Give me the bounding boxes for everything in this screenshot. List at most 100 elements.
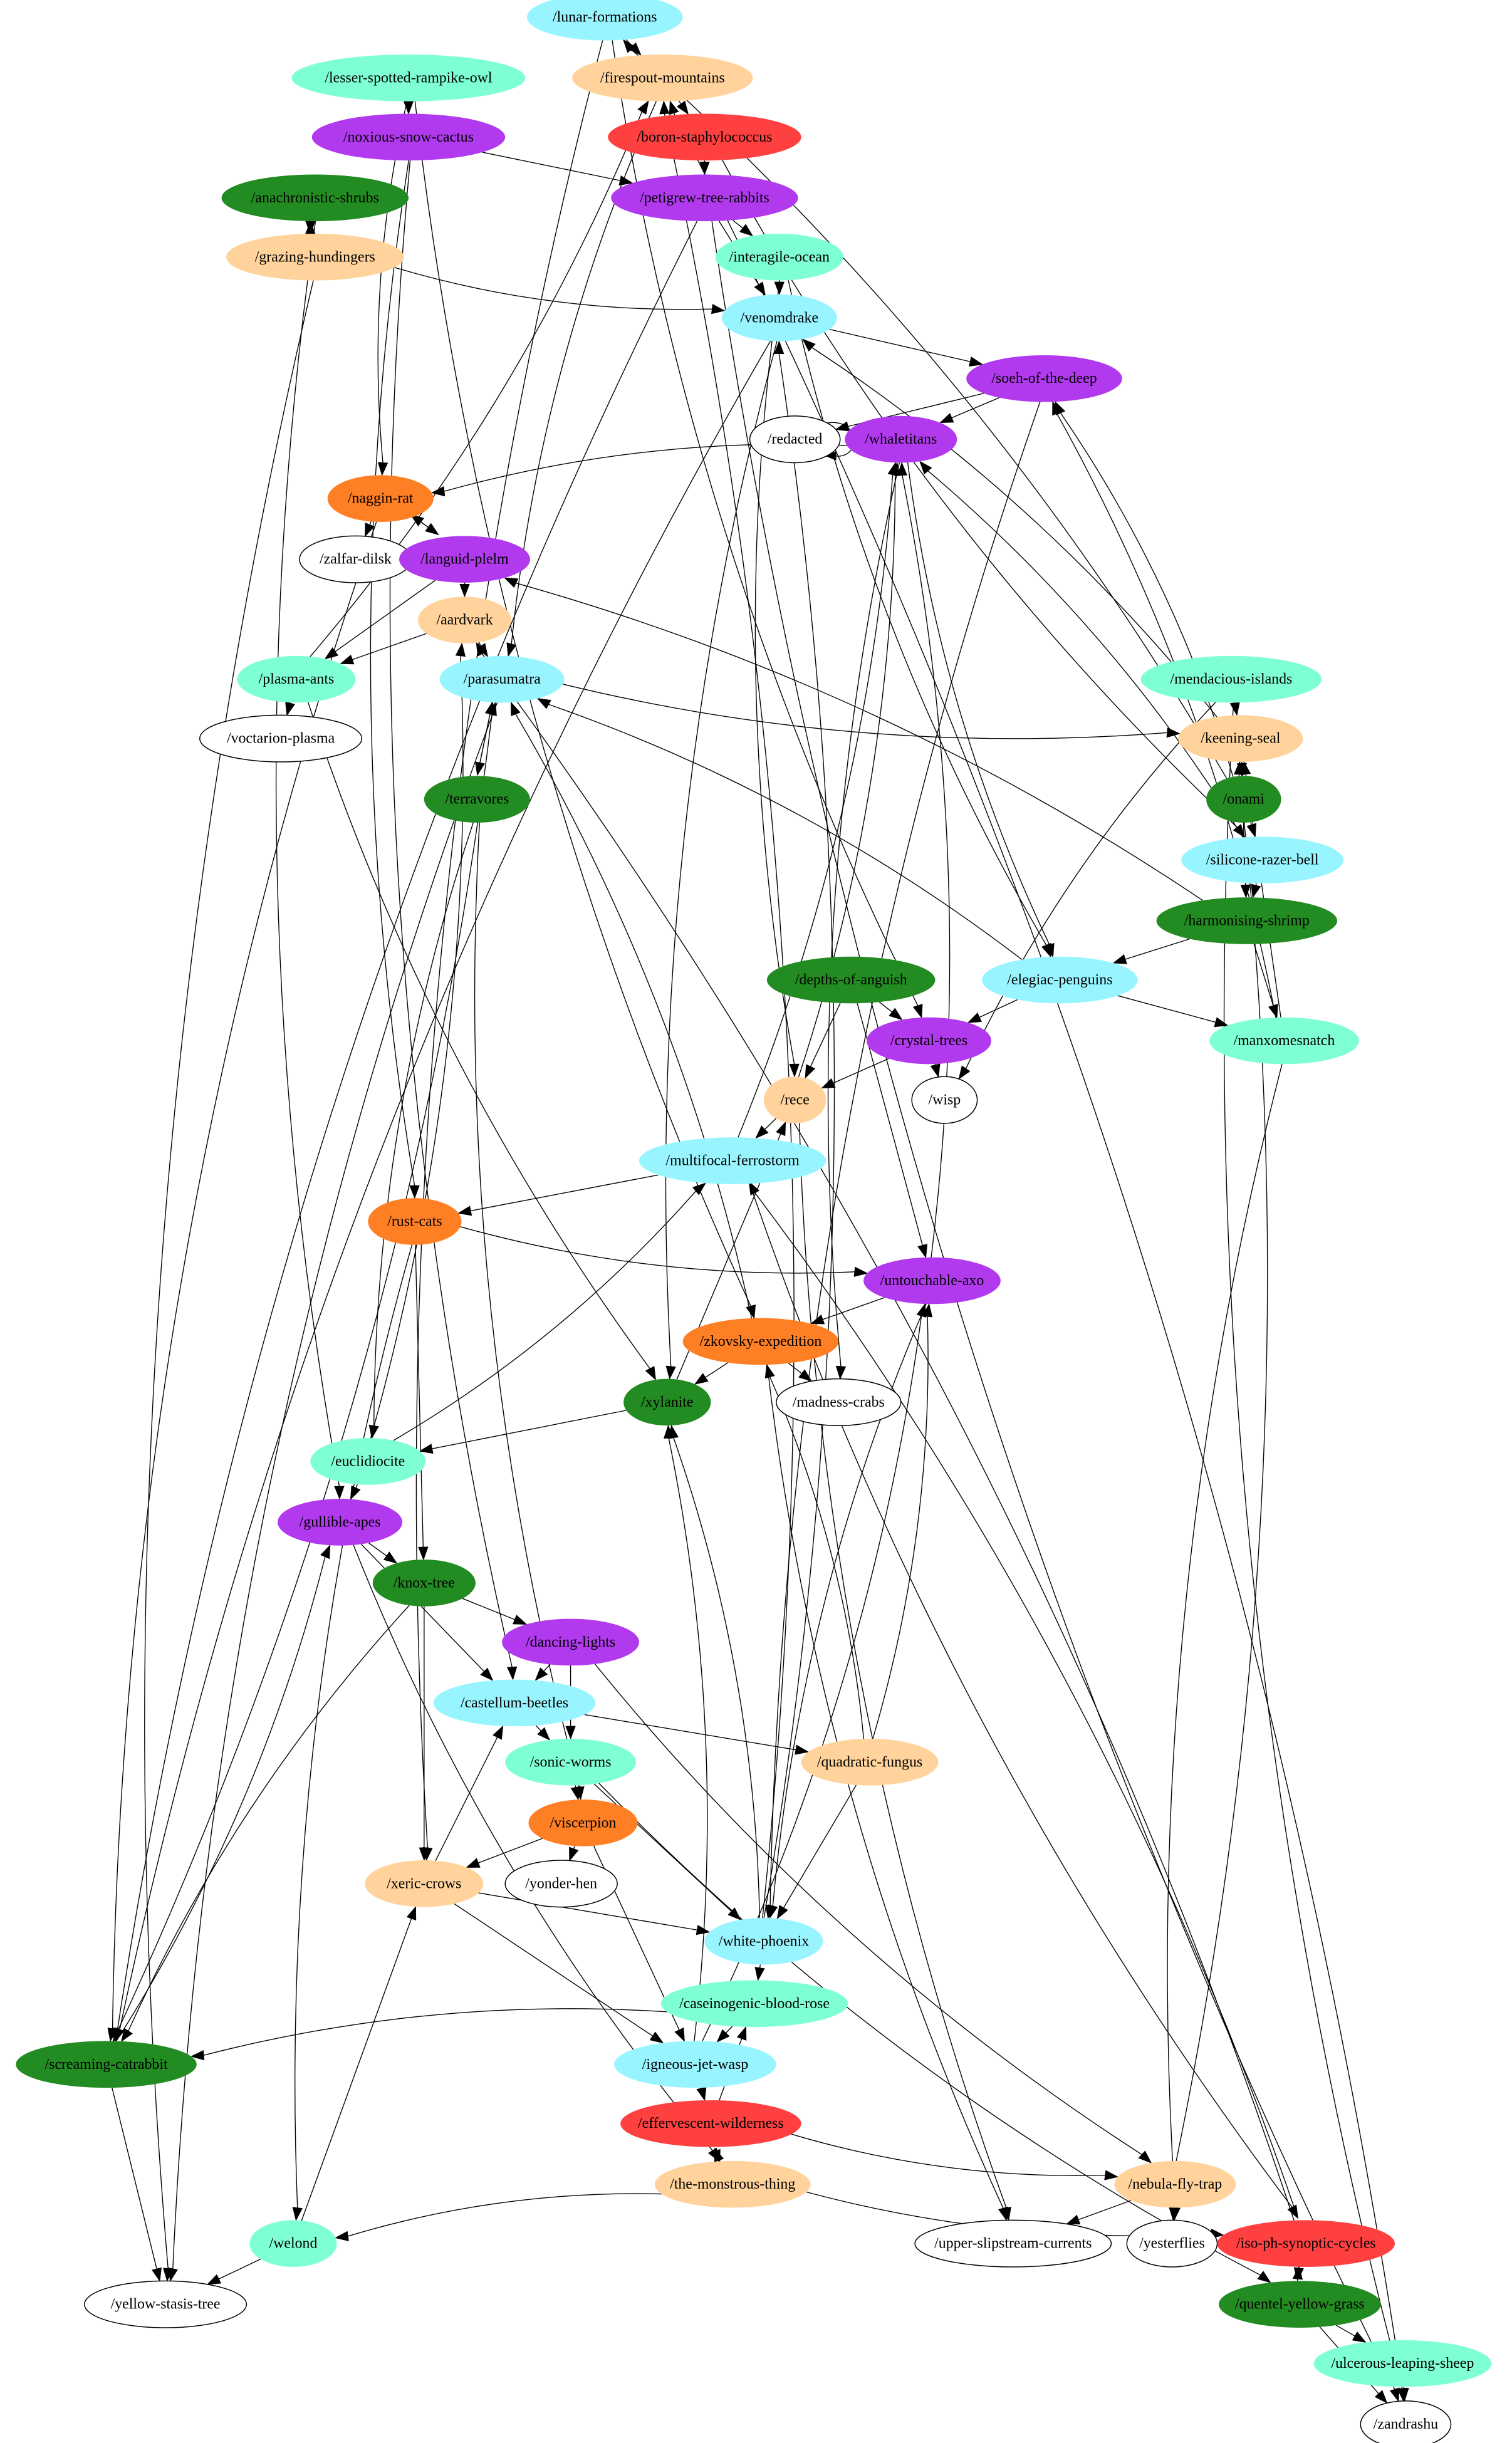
node-boron-staphylococcus[interactable]: /boron-staphylococcus [608,113,801,161]
node-madness-crabs[interactable]: /madness-crabs [776,1378,902,1426]
node-yesterflies[interactable]: /yesterflies [1126,2219,1218,2268]
node-sonic-worms[interactable]: /sonic-worms [505,1739,637,1786]
arrowhead [1241,761,1251,776]
node-white-phoenix[interactable]: /white-phoenix [704,1918,823,1965]
node-rece[interactable]: /rece [763,1076,826,1123]
edge-line [754,1192,1298,2219]
arrowhead [285,701,295,716]
edge-xeric-crows-to-igneous-jet-wasp [454,1903,664,2044]
arrowhead [506,642,517,657]
node-castellum-beetles[interactable]: /castellum-beetles [433,1679,596,1727]
arrowhead [853,1266,868,1277]
node-nebula-fly-trap[interactable]: /nebula-fly-trap [1114,2160,1236,2208]
node-yellow-stasis-tree[interactable]: /yellow-stasis-tree [84,2280,248,2328]
node-languid-plelm[interactable]: /languid-plelm [399,536,530,583]
edge-line [829,328,971,362]
node-manxomesnatch[interactable]: /manxomesnatch [1209,1017,1359,1065]
node-xeric-crows[interactable]: /xeric-crows [365,1860,484,1907]
node-viscerpion[interactable]: /viscerpion [528,1800,638,1847]
node-label: /terravores [445,791,509,808]
node-knox-tree[interactable]: /knox-tree [372,1560,476,1607]
node-noxious-snow-cactus[interactable]: /noxious-snow-cactus [311,113,506,161]
arrowhead [487,701,497,717]
node-dancing-lights[interactable]: /dancing-lights [502,1618,640,1666]
node-elegiac-penguins[interactable]: /elegiac-penguins [982,956,1138,1004]
node-onami[interactable]: /onami [1206,776,1281,823]
node-depths-of-anguish[interactable]: /depths-of-anguish [766,956,936,1004]
node-quentel-yellow-grass[interactable]: /quentel-yellow-grass [1219,2281,1381,2328]
node-screaming-catrabbit[interactable]: /screaming-catrabbit [16,2041,197,2088]
node-ellipse [1156,897,1338,944]
arrowhead [1065,2214,1081,2225]
node-keening-seal[interactable]: /keening-seal [1178,715,1303,762]
node-zandrashu[interactable]: /zandrashu [1360,2400,1452,2443]
node-xylanite[interactable]: /xylanite [623,1378,711,1426]
arrowhead [754,281,766,296]
node-soeh-of-the-deep[interactable]: /soeh-of-the-deep [966,355,1122,402]
node-firespout-mountains[interactable]: /firespout-mountains [572,55,753,102]
node-caseinogenic-blood-rose[interactable]: /caseinogenic-blood-rose [660,1980,848,2028]
node-lunar-formations[interactable]: /lunar-formations [527,0,683,41]
edge-line [471,1174,659,1212]
node-effervescent-wilderness[interactable]: /effervescent-wilderness [620,2100,801,2147]
node-harmonising-shrimp[interactable]: /harmonising-shrimp [1156,897,1338,944]
node-ulcerous-leaping-sheep[interactable]: /ulcerous-leaping-sheep [1313,2340,1492,2387]
node-redacted[interactable]: /redacted [749,415,841,464]
node-welond[interactable]: /welond [249,2220,337,2268]
edge-line [738,474,894,1138]
arrowhead [768,1904,778,1919]
node-whaletitans[interactable]: /whaletitans [845,415,957,463]
edge-line [811,347,1217,717]
node-grazing-hundingers[interactable]: /grazing-hundingers [226,233,404,281]
node-ellipse [278,1499,403,1546]
edge-zkovsky-expedition-to-upper-slipstream-currents [766,1365,1008,2221]
node-anachronistic-shrubs[interactable]: /anachronistic-shrubs [221,174,409,222]
node-voctarion-plasma[interactable]: /voctarion-plasma [199,714,363,763]
node-venomdrake[interactable]: /venomdrake [721,294,837,341]
edge-line [791,2133,1105,2176]
node-euclidiocite[interactable]: /euclidiocite [310,1438,426,1485]
node-aardvark[interactable]: /aardvark [417,596,512,643]
edge-firespout-mountains-to-boron-staphylococcus [676,100,689,115]
node-quadratic-fungus[interactable]: /quadratic-fungus [801,1739,939,1786]
node-igneous-jet-wasp[interactable]: /igneous-jet-wasp [614,2041,776,2088]
node-ellipse [863,1257,1001,1305]
arrowhead [419,1444,434,1454]
edge-line [370,160,415,1186]
node-label: /languid-plelm [420,551,509,568]
arrowhead [1251,883,1261,899]
arrowhead [711,304,726,315]
edge-line [172,702,498,2269]
node-rust-cats[interactable]: /rust-cats [368,1198,462,1245]
node-zkovsky-expedition[interactable]: /zkovsky-expedition [682,1318,839,1365]
arrowhead [748,1180,760,1195]
node-ellipse [439,655,565,703]
node-mendacious-islands[interactable]: /mendacious-islands [1140,655,1322,703]
node-parasumatra[interactable]: /parasumatra [439,655,565,703]
node-multifocal-ferrostorm[interactable]: /multifocal-ferrostorm [639,1137,826,1184]
node-iso-ph-synoptic-cycles[interactable]: /iso-ph-synoptic-cycles [1217,2220,1395,2268]
edge-line [414,101,751,1306]
edge-line [543,1664,551,1672]
node-interagile-ocean[interactable]: /interagile-ocean [715,233,843,281]
edge-xylanite-to-euclidiocite [419,1410,627,1454]
node-gullible-apes[interactable]: /gullible-apes [278,1499,403,1546]
node-petigrew-tree-rabbits[interactable]: /petigrew-tree-rabbits [611,174,798,222]
node-zalfar-dilsk[interactable]: /zalfar-dilsk [299,535,412,583]
node-yonder-hen[interactable]: /yonder-hen [504,1860,618,1908]
node-wisp[interactable]: /wisp [911,1076,978,1124]
node-upper-slipstream-currents[interactable]: /upper-slipstream-currents [914,2219,1112,2268]
node-crystal-trees[interactable]: /crystal-trees [867,1017,991,1065]
node-naggin-rat[interactable]: /naggin-rat [327,475,434,523]
node-silicone-razer-bell[interactable]: /silicone-razer-bell [1181,836,1343,883]
node-untouchable-axo[interactable]: /untouchable-axo [863,1257,1001,1305]
node-terravores[interactable]: /terravores [424,776,530,823]
node-plasma-ants[interactable]: /plasma-ants [237,655,356,703]
edge-iso-ph-synoptic-cycles-to-multifocal-ferrostorm [748,1180,1298,2219]
edge-onami-to-silicone-razer-bell [1246,822,1257,838]
arrowhead [798,1369,813,1382]
node-ellipse [237,655,356,703]
node-label: /quentel-yellow-grass [1235,2296,1365,2313]
node-lesser-spotted-rampike-owl[interactable]: /lesser-spotted-rampike-owl [291,55,526,102]
node-the-monstrous-thing[interactable]: /the-monstrous-thing [654,2160,811,2208]
